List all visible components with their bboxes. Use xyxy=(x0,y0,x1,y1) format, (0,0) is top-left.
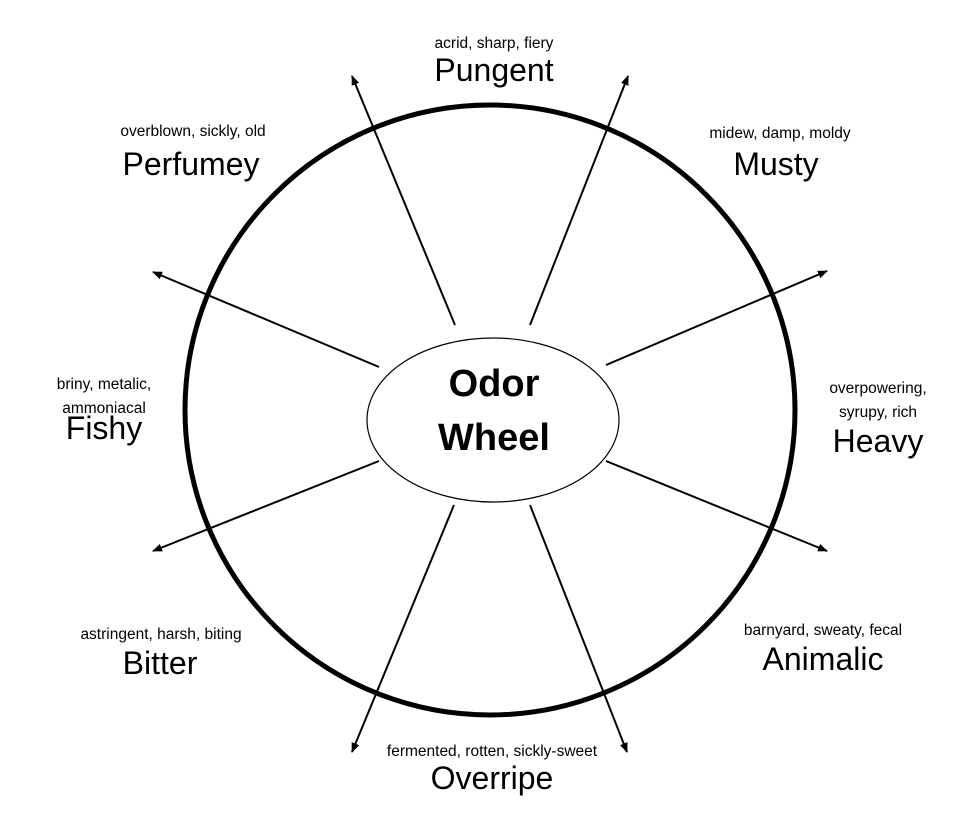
category-name: Perfumey xyxy=(123,146,260,182)
arrow-pungent xyxy=(351,75,456,326)
arrow-overripe xyxy=(529,504,628,753)
arrow-heavy xyxy=(605,270,828,366)
title-line-2: Wheel xyxy=(438,417,550,459)
category-perfumey: overblown, sickly, old Perfumey xyxy=(120,123,265,182)
category-descriptor: astringent, harsh, biting xyxy=(80,626,241,643)
category-fishy: briny, metalic, ammoniacal Fishy xyxy=(57,376,151,446)
arrow-fishy xyxy=(152,460,380,552)
category-name: Overripe xyxy=(431,760,554,796)
category-heavy: overpowering, syrupy, rich Heavy xyxy=(829,380,926,459)
arrow-musty xyxy=(529,75,629,326)
category-animalic: barnyard, sweaty, fecal Animalic xyxy=(744,622,902,677)
category-descriptor: acrid, sharp, fiery xyxy=(435,35,554,52)
center-ellipse xyxy=(366,337,620,503)
arrow-bitter xyxy=(351,504,455,753)
title-line-1: Odor xyxy=(449,363,540,405)
category-descriptor: overblown, sickly, old xyxy=(120,123,265,140)
category-name: Heavy xyxy=(833,423,924,459)
arrow-group xyxy=(152,75,828,753)
category-name: Musty xyxy=(733,146,818,182)
category-overripe: fermented, rotten, sickly-sweet Overripe xyxy=(387,743,598,796)
category-name: Fishy xyxy=(66,410,142,446)
category-descriptor: fermented, rotten, sickly-sweet xyxy=(387,743,598,760)
category-descriptor: midew, damp, moldy xyxy=(709,125,851,142)
category-descriptor: briny, metalic, xyxy=(57,376,151,393)
category-name: Animalic xyxy=(763,641,884,677)
category-name: Bitter xyxy=(123,645,198,681)
category-descriptor: overpowering, xyxy=(829,380,926,397)
arrow-animalic xyxy=(605,460,828,552)
arrow-perfumey xyxy=(152,271,380,368)
category-name: Pungent xyxy=(434,52,553,88)
category-bitter: astringent, harsh, biting Bitter xyxy=(80,626,241,681)
category-descriptor: barnyard, sweaty, fecal xyxy=(744,622,902,639)
category-musty: midew, damp, moldy Musty xyxy=(709,125,851,182)
category-pungent: acrid, sharp, fiery Pungent xyxy=(434,35,553,88)
category-descriptor: ammoniacal xyxy=(62,400,146,417)
category-descriptor: syrupy, rich xyxy=(839,404,917,421)
outer-ring xyxy=(182,102,798,718)
